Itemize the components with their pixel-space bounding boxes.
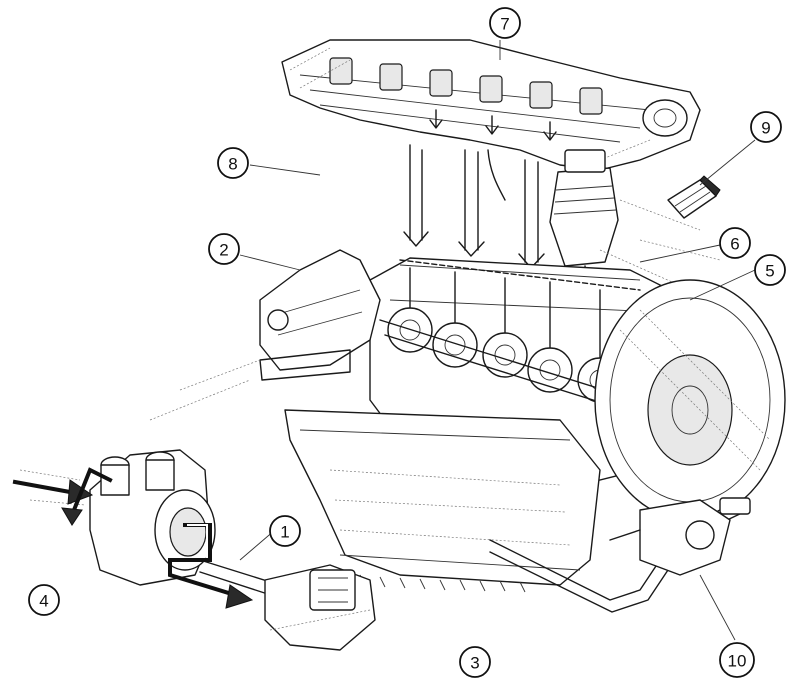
callout-10-label: 10: [728, 652, 747, 671]
cylinder-head: [281, 39, 701, 171]
callout-9-label: 9: [761, 119, 770, 138]
callout-1: 1: [269, 515, 301, 547]
oil-sump: [284, 409, 601, 593]
oil-pressure-sender: [609, 497, 751, 576]
oil-level-sensor: [667, 175, 721, 219]
flow-arrows: [12, 467, 254, 609]
oil-gallery-pipes: [403, 144, 545, 269]
callout-5: 5: [754, 254, 786, 286]
callout-1-label: 1: [280, 523, 289, 542]
callout-8-label: 8: [228, 155, 237, 174]
callout-6: 6: [719, 227, 751, 259]
front-housing: [149, 249, 381, 421]
callout-4-label: 4: [39, 592, 48, 611]
callout-10: 10: [719, 642, 755, 678]
callout-8: 8: [217, 147, 249, 179]
callout-6-label: 6: [730, 235, 739, 254]
flywheel: [594, 279, 786, 521]
leader-lines: [239, 40, 756, 641]
callout-9: 9: [750, 111, 782, 143]
callout-2-label: 2: [219, 241, 228, 260]
callout-3-label: 3: [470, 654, 479, 673]
callout-3: 3: [459, 646, 491, 678]
oil-cooler: [19, 449, 216, 586]
oil-pickup-strainer: [199, 559, 376, 651]
callout-4: 4: [28, 584, 60, 616]
callout-5-label: 5: [765, 262, 774, 281]
callout-7-label: 7: [500, 15, 509, 34]
callout-7: 7: [489, 7, 521, 39]
callout-2: 2: [208, 233, 240, 265]
